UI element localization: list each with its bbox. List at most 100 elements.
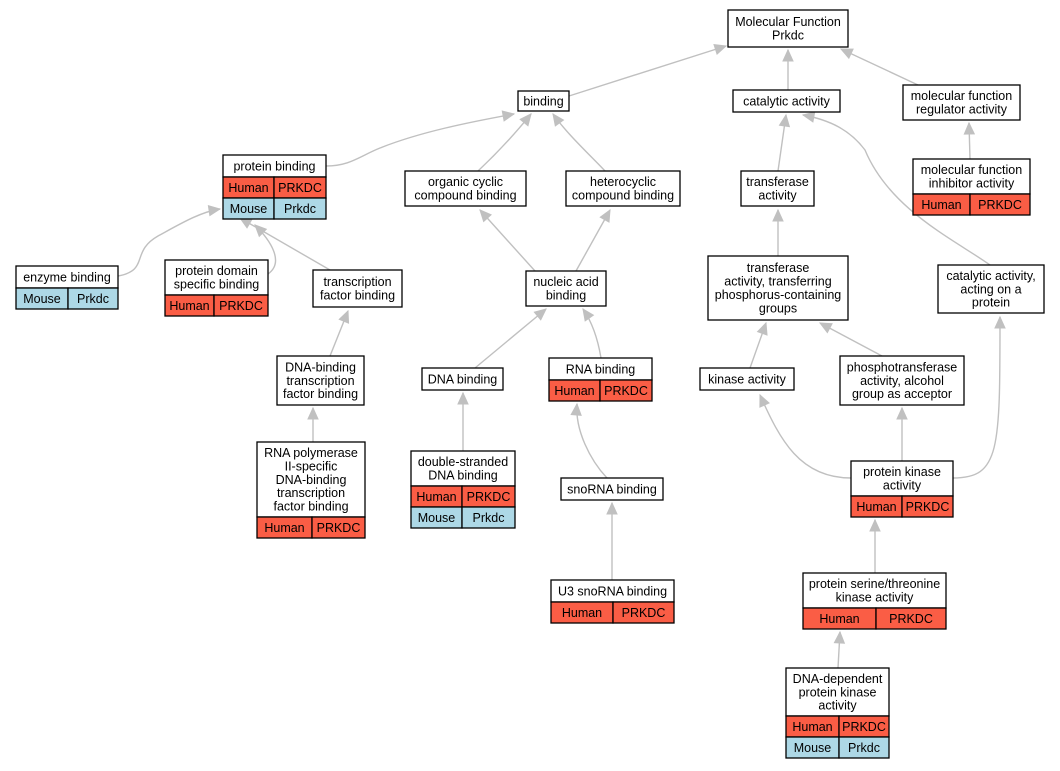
go-node-binding[interactable]: binding bbox=[517, 90, 570, 112]
node-label-line: protein bbox=[972, 296, 1010, 310]
edge-catalytic-to-mf bbox=[782, 48, 794, 90]
arrowhead bbox=[869, 518, 881, 532]
node-box bbox=[902, 84, 1021, 121]
gene-cell bbox=[461, 506, 516, 529]
species-label: Human bbox=[562, 606, 602, 620]
edge-catprot-to-catalytic bbox=[801, 111, 991, 266]
gene-symbol: Prkdc bbox=[848, 741, 880, 755]
node-label-line: DNA binding bbox=[428, 372, 498, 386]
arrowhead bbox=[570, 402, 582, 416]
edge-transphos-to-transferase bbox=[772, 208, 784, 256]
species-label: Mouse bbox=[23, 292, 61, 306]
edge-binding-to-mf bbox=[568, 43, 728, 97]
species-label: Mouse bbox=[794, 741, 832, 755]
go-node-snorna[interactable]: snoRNA binding bbox=[560, 477, 664, 501]
gene-symbol: PRKDC bbox=[978, 198, 1022, 212]
node-box bbox=[707, 255, 849, 321]
edge-u3-to-snorna bbox=[606, 501, 618, 580]
go-node-catalytic[interactable]: catalytic activity bbox=[732, 89, 841, 113]
node-label-line: transcription bbox=[323, 275, 391, 289]
node-label-line: protein serine/threonine bbox=[809, 577, 940, 591]
node-box bbox=[517, 90, 570, 112]
node-label-line: groups bbox=[759, 301, 797, 315]
node-label-line: compound binding bbox=[414, 189, 516, 203]
edge-protkin-to-kinase bbox=[759, 393, 852, 479]
arrowhead bbox=[963, 121, 976, 135]
node-box bbox=[850, 460, 954, 497]
gene-symbol: PRKDC bbox=[278, 181, 322, 195]
gene-symbol: Prkdc bbox=[77, 292, 109, 306]
node-label-line: activity bbox=[818, 699, 857, 713]
species-label: Human bbox=[228, 181, 268, 195]
node-label-line: catalytic activity bbox=[743, 94, 831, 108]
node-label-line: DNA-binding bbox=[276, 473, 347, 487]
gene-cell bbox=[901, 495, 954, 518]
arrowhead bbox=[772, 208, 784, 222]
species-label: Human bbox=[416, 490, 456, 504]
node-label-line: transferase bbox=[747, 261, 810, 275]
node-label-line: activity bbox=[758, 189, 797, 203]
arrowhead bbox=[756, 321, 768, 336]
edge-hetcyc-to-binding bbox=[552, 113, 606, 172]
gene-cell bbox=[875, 607, 947, 630]
node-label-line: RNA polymerase bbox=[264, 446, 358, 460]
node-label-line: group as acceptor bbox=[852, 387, 952, 401]
node-box bbox=[839, 355, 965, 406]
species-label: Human bbox=[264, 521, 304, 535]
node-box bbox=[802, 572, 947, 609]
node-label-line: kinase activity bbox=[708, 372, 787, 386]
arrowhead bbox=[994, 315, 1006, 329]
gene-symbol: PRKDC bbox=[622, 606, 666, 620]
node-label-line: molecular function bbox=[921, 163, 1022, 177]
node-label-line: activity, transferring bbox=[724, 275, 831, 289]
node-box bbox=[256, 441, 366, 518]
node-label-line: kinase activity bbox=[836, 591, 915, 605]
arrowhead bbox=[801, 111, 816, 123]
arrowhead bbox=[818, 322, 833, 334]
species-label: Human bbox=[169, 299, 209, 313]
arrowhead bbox=[782, 48, 794, 62]
arrowhead bbox=[599, 208, 611, 223]
edge-dsdna-to-dnabind bbox=[457, 391, 469, 451]
gene-symbol: PRKDC bbox=[604, 384, 648, 398]
node-label-line: activity, alcohol bbox=[860, 374, 944, 388]
edge-kinase-to-transphos bbox=[749, 321, 768, 369]
edge-sertk-to-protkin bbox=[869, 518, 881, 573]
node-label-line: Prkdc bbox=[772, 29, 804, 43]
node-label-line: Molecular Function bbox=[735, 15, 841, 29]
edge-rnapol-to-dnatf bbox=[307, 406, 319, 442]
node-label-line: factor binding bbox=[283, 387, 358, 401]
arrowhead bbox=[552, 113, 565, 127]
gene-symbol: PRKDC bbox=[467, 490, 511, 504]
arrowhead bbox=[479, 209, 492, 223]
gene-cell bbox=[969, 193, 1031, 216]
go-node-dnabind[interactable]: DNA binding bbox=[421, 367, 504, 391]
species-label: Human bbox=[819, 612, 859, 626]
node-box bbox=[560, 477, 664, 501]
go-node-rnapol[interactable]: RNA polymeraseII-specificDNA-bindingtran… bbox=[256, 441, 366, 539]
go-node-kinase[interactable]: kinase activity bbox=[699, 367, 795, 391]
arrowhead bbox=[713, 43, 728, 55]
node-label-line: organic cyclic bbox=[428, 175, 503, 189]
